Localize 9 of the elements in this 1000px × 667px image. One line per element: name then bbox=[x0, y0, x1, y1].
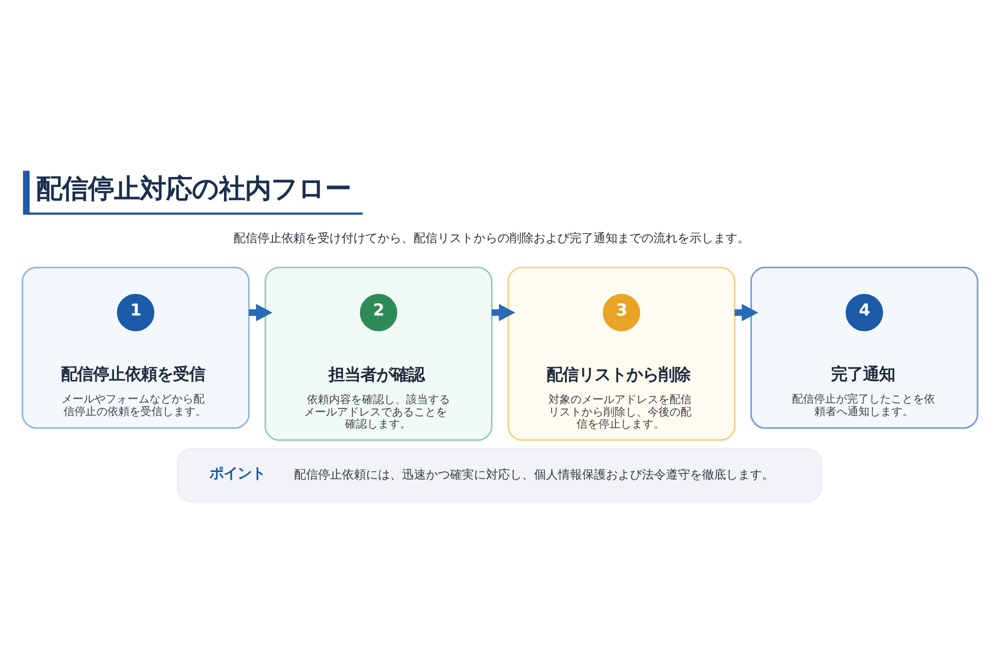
arrow bbox=[734, 303, 758, 321]
node-circle: 1 bbox=[116, 293, 154, 331]
arrow bbox=[248, 303, 272, 321]
node-circle: 3 bbox=[602, 293, 640, 331]
label: 配信停止依頼を受け付けてから、配信リストからの削除および完了通知までの流れを示します。 bbox=[233, 230, 750, 245]
node-circle: 4 bbox=[846, 293, 884, 331]
diagram-title: 配信停止対応の社内フロー bbox=[36, 174, 352, 204]
node-circle: 2 bbox=[360, 293, 398, 331]
arrow bbox=[492, 303, 516, 321]
